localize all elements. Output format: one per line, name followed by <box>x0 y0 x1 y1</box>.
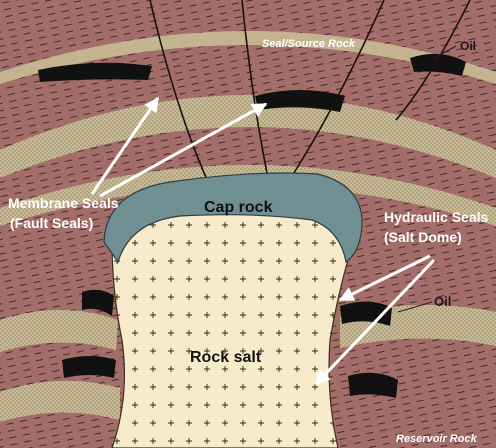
label-cap-rock: Cap rock <box>204 199 273 216</box>
label-seal-source-rock: Seal/Source Rock <box>262 38 356 50</box>
label-oil-top: Oil <box>460 39 476 53</box>
oil-pocket-right-lower <box>348 373 398 398</box>
label-oil-right: Oil <box>434 294 451 309</box>
oil-pocket-left-lower <box>62 356 116 378</box>
label-salt-dome: (Salt Dome) <box>384 229 462 245</box>
label-membrane-seals: Membrane Seals <box>8 195 119 211</box>
label-rock-salt: Rock salt <box>190 349 262 366</box>
label-fault-seals: (Fault Seals) <box>10 215 93 231</box>
label-hydraulic-seals: Hydraulic Seals <box>384 209 488 225</box>
label-reservoir-rock: Reservoir Rock <box>396 433 478 445</box>
